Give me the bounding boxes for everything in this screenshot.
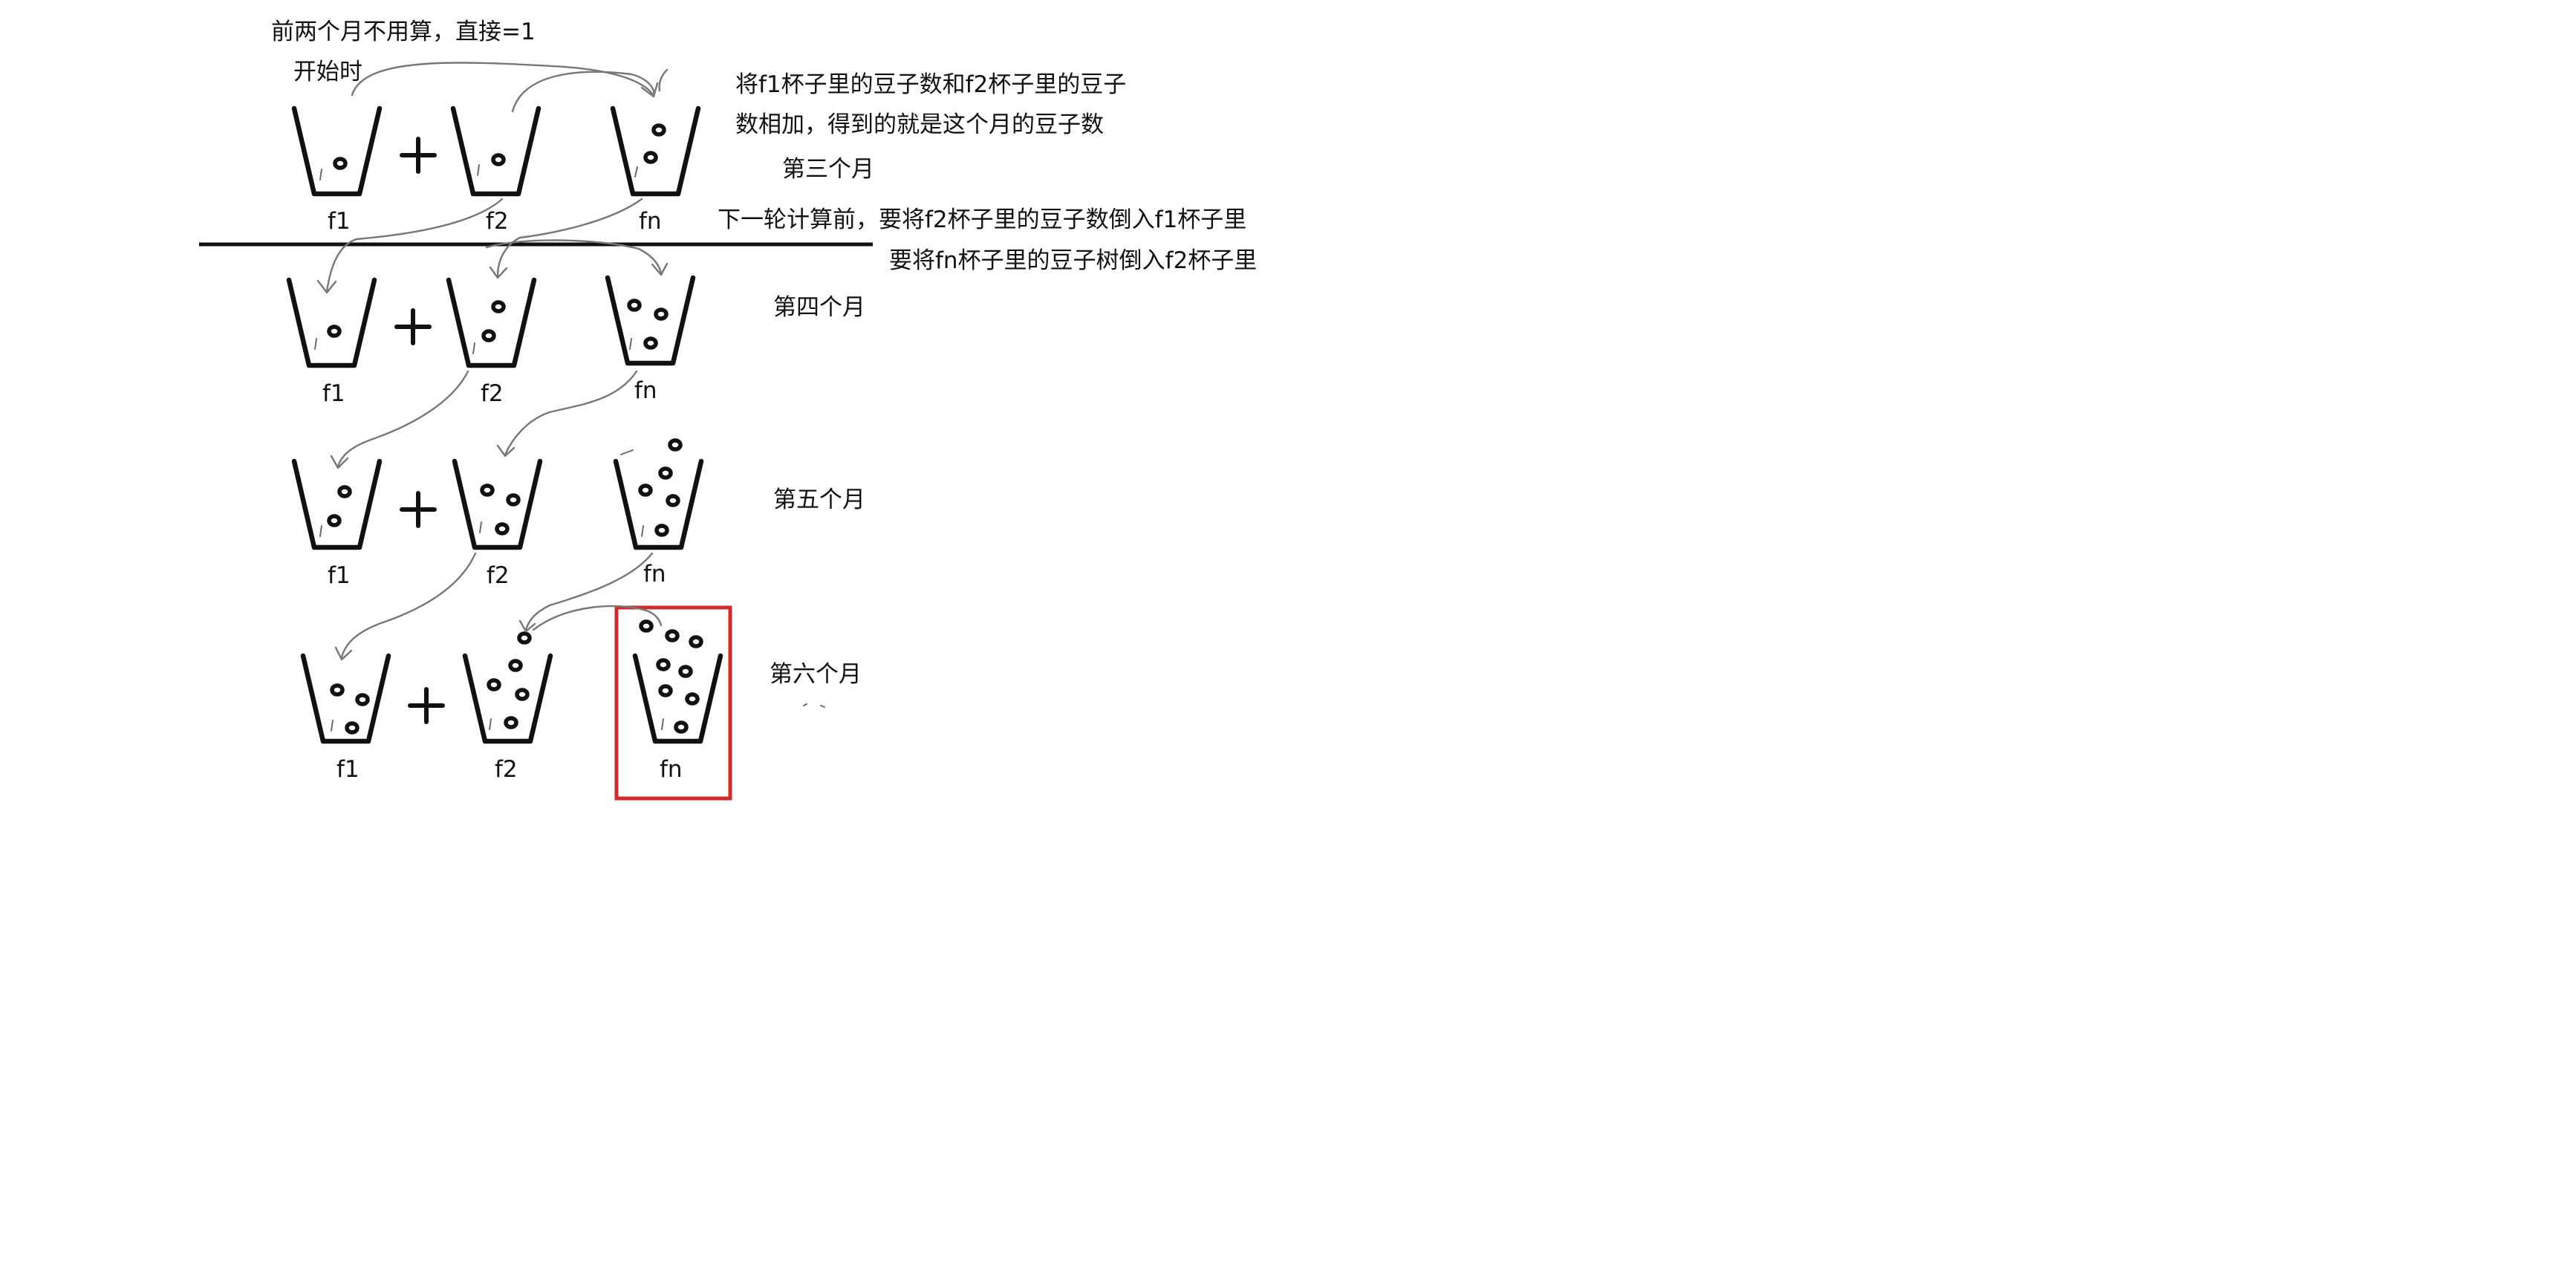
- bean: [689, 635, 703, 648]
- note-add-line2: 数相加，得到的就是这个月的豆子数: [735, 111, 1104, 138]
- bean: [495, 522, 510, 535]
- plus-sign: [394, 308, 432, 345]
- cup-f2: f2: [452, 458, 543, 589]
- plus-sign: [408, 687, 445, 724]
- arrow-fn-to-f2: [496, 198, 643, 278]
- cup-label-fn: fn: [660, 756, 683, 783]
- cup-fn: fn: [605, 275, 696, 404]
- cup-label-f2: f2: [487, 562, 510, 589]
- bean: [508, 659, 523, 672]
- note-at-start: 开始时: [293, 59, 362, 85]
- row-month-3: f1 f2 fn: [291, 105, 701, 235]
- row-month-4: f1 f2 fn: [286, 275, 696, 407]
- cup-label-fn: fn: [634, 377, 657, 404]
- bean: [506, 493, 521, 507]
- row-month-5: f1 f2 fn: [291, 438, 704, 589]
- bean: [685, 692, 700, 706]
- bean: [355, 693, 370, 706]
- cup-fn: fn: [613, 438, 704, 587]
- arrow-f2-to-f1: [325, 198, 504, 293]
- result-highlight-box: [614, 605, 732, 801]
- plus-sign: [400, 491, 437, 528]
- note-before-next-line1: 下一轮计算前，要将f2杯子里的豆子数倒入f1杯子里: [718, 206, 1246, 233]
- bean: [627, 299, 642, 312]
- cup-label-f2: f2: [495, 756, 518, 783]
- cup-label-f1: f1: [322, 380, 345, 407]
- cup-label-f1: f1: [336, 756, 360, 783]
- month-label-4: 第四个月: [773, 294, 865, 321]
- bean: [654, 524, 669, 537]
- bean: [491, 153, 506, 166]
- bean: [666, 494, 680, 507]
- cup-fn: fn: [632, 619, 723, 783]
- bean: [658, 466, 673, 480]
- note-add-line1: 将f1杯子里的豆子数和f2杯子里的豆子: [735, 71, 1126, 98]
- bean: [327, 514, 342, 527]
- row-month-6: f1 f2 fn: [300, 619, 723, 783]
- transfer-arrows: [316, 62, 825, 708]
- bean: [504, 716, 518, 729]
- bean: [333, 157, 348, 170]
- note-before-next-line2: 要将fn杯子里的豆子树倒入f2杯子里: [889, 247, 1257, 274]
- bean: [654, 307, 669, 321]
- cup-f1: f1: [291, 105, 383, 235]
- bean: [337, 485, 352, 498]
- note-first-two-months: 前两个月不用算，直接=1: [271, 19, 536, 45]
- cup-f1: f1: [286, 277, 377, 407]
- plus-sign: [400, 137, 437, 174]
- bean: [481, 329, 496, 342]
- bean: [480, 484, 495, 497]
- arrow-sum-to-fn: [351, 62, 654, 97]
- bean: [327, 325, 342, 338]
- cup-label-fn: fn: [639, 208, 662, 235]
- cup-fn: fn: [610, 105, 701, 235]
- cup-f2: f2: [462, 631, 553, 783]
- cup-f2: f2: [450, 105, 541, 235]
- cup-label-f1: f1: [328, 208, 351, 235]
- month-label-3: 第三个月: [782, 156, 874, 183]
- cup-label-f2: f2: [486, 208, 509, 235]
- cup-label-fn: fn: [643, 561, 666, 587]
- bean: [515, 688, 530, 701]
- cup-f1: f1: [300, 653, 391, 783]
- cup-label-f1: f1: [328, 562, 351, 589]
- bean: [345, 721, 360, 735]
- bean: [330, 683, 345, 697]
- bean: [665, 629, 680, 642]
- bean: [643, 336, 658, 350]
- bean: [656, 658, 671, 671]
- cup-f1: f1: [291, 458, 383, 589]
- cup-f2: f2: [446, 277, 537, 407]
- bean: [638, 484, 653, 497]
- month-label-6: 第六个月: [770, 661, 862, 688]
- bean: [668, 438, 683, 452]
- bean: [643, 151, 658, 164]
- bean: [674, 720, 689, 734]
- bean: [678, 665, 693, 678]
- bean: [491, 300, 506, 313]
- cup-label-f2: f2: [481, 380, 504, 407]
- bean: [517, 631, 532, 645]
- bean: [651, 123, 666, 137]
- bean: [658, 684, 673, 697]
- bean: [639, 619, 654, 633]
- month-label-5: 第五个月: [773, 486, 865, 513]
- bean: [487, 678, 501, 691]
